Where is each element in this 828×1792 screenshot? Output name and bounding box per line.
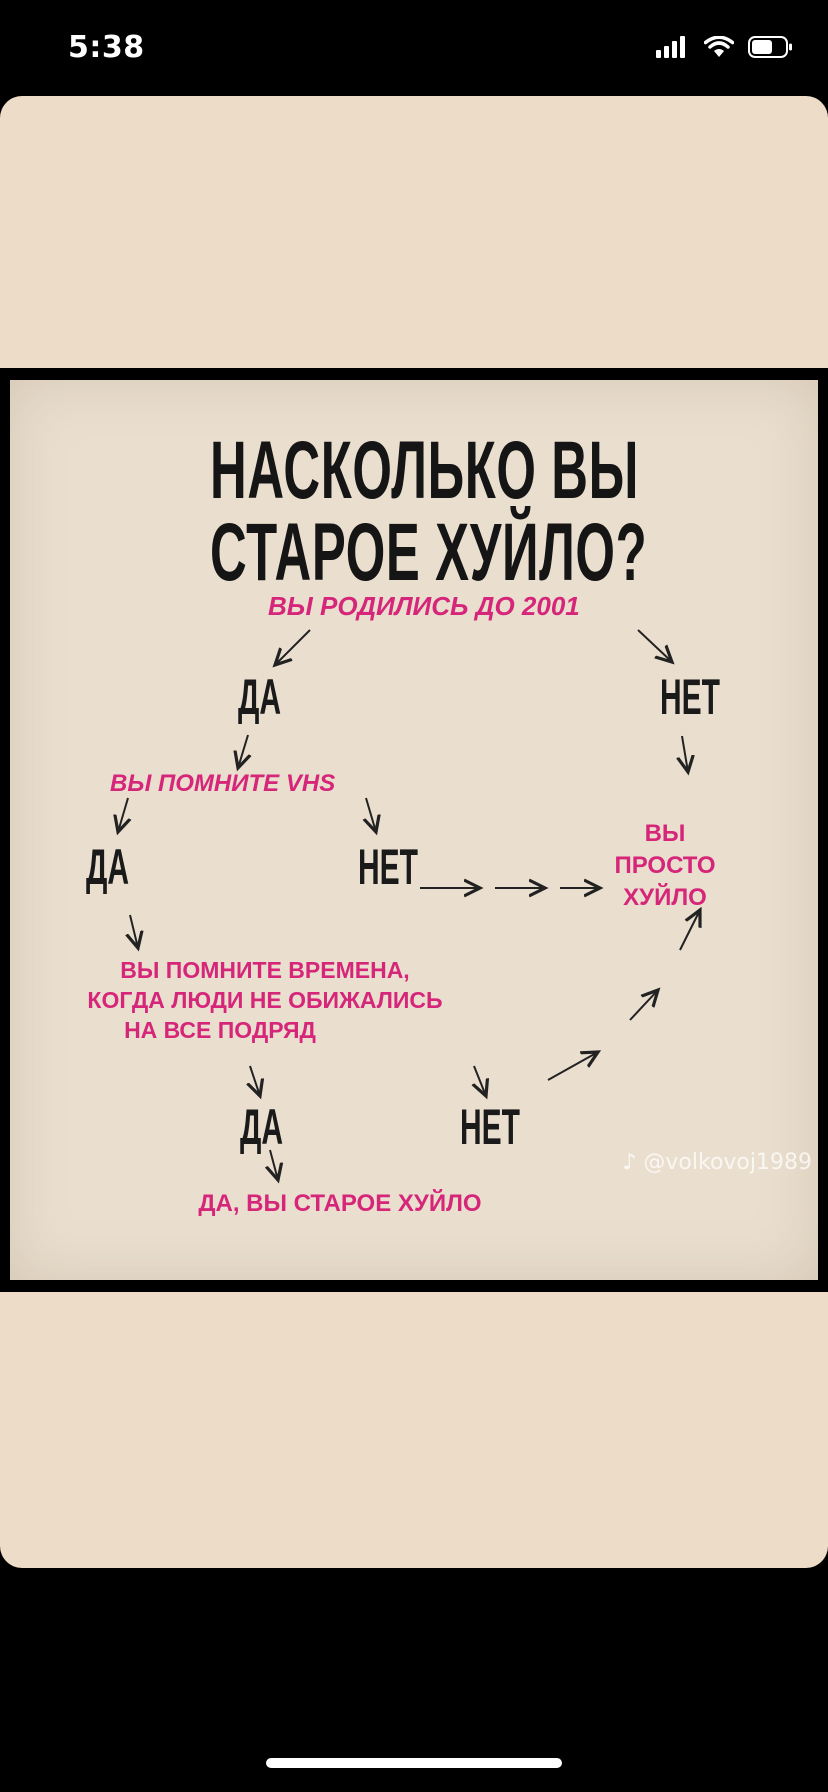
status-time: 5:38 [68, 30, 145, 65]
meme-image[interactable]: НАСКОЛЬКО ВЫ СТАРОЕ ХУЙЛО? ВЫ РОДИЛИСЬ Д… [0, 368, 828, 1292]
flowchart-poster: НАСКОЛЬКО ВЫ СТАРОЕ ХУЙЛО? ВЫ РОДИЛИСЬ Д… [10, 380, 818, 1280]
question-born-before-2001: ВЫ РОДИЛИСЬ ДО 2001 [268, 591, 580, 621]
result-just-line2: ПРОСТО [614, 852, 716, 879]
arrow-q3no-up-1 [547, 1052, 598, 1081]
arrow-q2-yes [118, 797, 128, 832]
status-bar: 5:38 [0, 0, 828, 96]
arrow-q2-no [366, 797, 376, 832]
question-remember-vhs: ВЫ ПОМНИТЕ VHS [110, 770, 336, 797]
arrow-no-result [682, 735, 688, 772]
arrow-yes-q2 [238, 734, 248, 768]
arrow-q3-no [474, 1065, 486, 1096]
answer-yes-2: ДА [86, 839, 130, 895]
arrow-yes-q3 [130, 914, 138, 948]
answer-no-1: НЕТ [660, 669, 720, 725]
arrow-q3no-up-2 [629, 990, 658, 1021]
status-icons [656, 34, 794, 60]
wifi-icon [704, 36, 734, 57]
answer-yes-1: ДА [238, 669, 282, 725]
question-remember-times-line1: ВЫ ПОМНИТЕ ВРЕМЕНА, [120, 957, 410, 983]
battery-icon [748, 36, 792, 58]
answer-yes-3: ДА [240, 1099, 284, 1155]
arrow-q3-yes [250, 1065, 260, 1096]
result-just-line3: ХУЙЛО [623, 884, 707, 911]
flowchart-arrows [10, 629, 818, 1280]
image-preview-sheet: НАСКОЛЬКО ВЫ СТАРОЕ ХУЙЛО? ВЫ РОДИЛИСЬ Д… [0, 96, 828, 1568]
arrow-yes-result-old [270, 1149, 278, 1180]
poster-title-line1: НАСКОЛЬКО ВЫ [210, 425, 640, 516]
question-remember-times-line2: КОГДА ЛЮДИ НЕ ОБИЖАЛИСЬ [87, 987, 443, 1013]
poster-title-line2: СТАРОЕ ХУЙЛО? [210, 507, 648, 598]
arrow-q1-yes [275, 629, 311, 665]
tiktok-icon: ♪ [622, 1150, 637, 1175]
home-indicator[interactable] [266, 1758, 562, 1768]
arrow-q1-no [637, 629, 672, 662]
answer-no-2: НЕТ [358, 839, 418, 895]
question-remember-times-line3: НА ВСЕ ПОДРЯД [124, 1017, 316, 1043]
result-old: ДА, ВЫ СТАРОЕ ХУЙЛО [198, 1190, 482, 1217]
watermark-handle: @volkovoj1989 [643, 1150, 812, 1175]
watermark: ♪ @volkovoj1989 [622, 1150, 812, 1175]
result-just-line1: ВЫ [644, 820, 686, 847]
cellular-signal-icon [656, 36, 685, 58]
answer-no-3: НЕТ [460, 1099, 520, 1155]
arrow-q3no-up-3 [679, 910, 700, 951]
